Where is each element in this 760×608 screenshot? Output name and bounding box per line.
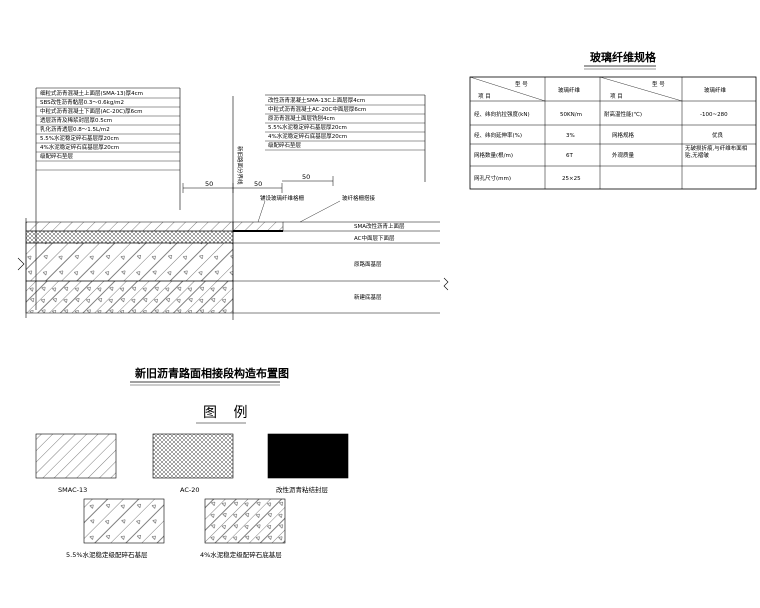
table-cell: 优良 bbox=[712, 131, 724, 139]
old-layer-2: 中粒式沥青混凝土AC-20C中面层厚6cm bbox=[268, 105, 366, 113]
legend-swatch bbox=[204, 498, 286, 544]
old-layer-5: 4%水泥稳定碎石底基层厚20cm bbox=[268, 132, 347, 140]
header-col1: 玻璃纤维 bbox=[558, 86, 581, 94]
table-cell: -100~280 bbox=[700, 112, 728, 118]
table-cell: 网孔尺寸(mm) bbox=[474, 174, 511, 182]
table-cell: 无破损折痕,与纤维布面相贴,无褶皱 bbox=[685, 146, 748, 159]
new-layer-3: 中粒式沥青混凝土下面层(AC-20C)厚6cm bbox=[40, 107, 143, 115]
pavement-layers bbox=[17, 218, 449, 318]
right-label-1: SMA改性沥青上面层 bbox=[354, 222, 405, 230]
old-side-layer-notes: 改性沥青混凝土SMA-13C上面层厚4cm 中粒式沥青混凝土AC-20C中面层厚… bbox=[265, 94, 426, 182]
spec-table: 玻璃纤维规格 型 号 项 目 玻璃纤维 型 号 项 目 玻璃纤维 经、纬向抗拉强… bbox=[469, 50, 757, 190]
legend-swatch bbox=[35, 433, 117, 479]
table-cell: 外观质量 bbox=[612, 151, 635, 159]
dim-3: 50 bbox=[302, 173, 310, 181]
legend-item-seal: 改性沥青粘结封层 bbox=[267, 433, 349, 494]
legend-item-subbase: 4%水泥稳定级配碎石底基层 bbox=[200, 498, 286, 559]
legend-label: AC-20 bbox=[180, 486, 200, 494]
legend-label: SMAC-13 bbox=[58, 486, 87, 494]
right-label-3: 原路面基层 bbox=[354, 260, 382, 268]
new-layer-1: 细粒式沥青混凝土上面层(SMA-13)厚4cm bbox=[40, 89, 143, 97]
new-layer-2: SBS改性沥青黏层0.3～0.6kg/m2 bbox=[40, 98, 124, 106]
legend-swatch bbox=[83, 498, 165, 544]
table-cell: 耐高温性能(℃) bbox=[604, 110, 642, 118]
table-cell: 经、纬向延伸率(%) bbox=[474, 131, 522, 139]
legend-label: 4%水泥稳定级配碎石底基层 bbox=[200, 550, 282, 559]
dim-1: 50 bbox=[205, 180, 213, 188]
table-cell: 经、纬向抗拉强度(kN) bbox=[474, 110, 530, 118]
dim-2: 50 bbox=[254, 180, 262, 188]
header-corner-lt: 型 号 bbox=[515, 80, 528, 88]
table-cell: 50KN/m bbox=[560, 112, 582, 118]
new-layer-7: 4%水泥稳定碎石底基层厚20cm bbox=[40, 143, 119, 151]
callout-2: 玻纤格栅搭接 bbox=[342, 194, 376, 202]
boundary-label: 新旧路面分界线 bbox=[236, 146, 244, 185]
right-label-4: 新建底基层 bbox=[354, 293, 382, 301]
legend-swatch bbox=[267, 433, 349, 479]
new-layer-4: 透层沥青及稀浆封层厚0.5cm bbox=[40, 116, 112, 124]
table-cell: 25×25 bbox=[562, 176, 581, 182]
right-label-2: AC中面层下面层 bbox=[354, 234, 395, 242]
legend-label: 5.5%水泥稳定级配碎石基层 bbox=[66, 550, 148, 559]
table-cell: 网格数量(根/m) bbox=[474, 151, 513, 159]
legend-item-ac20: AC-20 bbox=[152, 433, 234, 494]
old-layer-3: 原沥青混凝土面层铣刨4cm bbox=[268, 114, 335, 122]
header-corner-rb: 项 目 bbox=[610, 93, 623, 100]
new-side-layer-notes: 细粒式沥青混凝土上面层(SMA-13)厚4cm SBS改性沥青黏层0.3～0.6… bbox=[35, 87, 181, 310]
legend-item-sma: SMAC-13 bbox=[35, 433, 117, 494]
legend-title: 图 例 bbox=[203, 405, 253, 421]
spec-table-title: 玻璃纤维规格 bbox=[590, 50, 657, 64]
table-cell: 网格规格 bbox=[612, 131, 635, 139]
dimension-lines: 50 50 50 bbox=[182, 173, 334, 193]
old-layer-6: 级配碎石垫层 bbox=[268, 141, 302, 149]
legend-label: 改性沥青粘结封层 bbox=[276, 485, 329, 494]
callout-1: 铺设玻璃纤维格栅 bbox=[260, 194, 305, 202]
table-cell: 6T bbox=[566, 153, 573, 159]
cross-section: 细粒式沥青混凝土上面层(SMA-13)厚4cm SBS改性沥青黏层0.3～0.6… bbox=[17, 87, 449, 386]
callouts: 铺设玻璃纤维格栅 玻纤格栅搭接 bbox=[257, 194, 376, 223]
right-labels: SMA改性沥青上面层 AC中面层下面层 原路面基层 新建底基层 bbox=[354, 222, 405, 301]
table-cell-wrap: 无破损折痕,与纤维布面相贴,无褶皱 bbox=[685, 146, 748, 159]
old-layer-1: 改性沥青混凝土SMA-13C上面层厚4cm bbox=[268, 96, 365, 104]
header-col2: 玻璃纤维 bbox=[704, 86, 727, 94]
old-layer-4: 5.5%水泥稳定碎石基层厚20cm bbox=[268, 123, 347, 131]
legend-item-base: 5.5%水泥稳定级配碎石基层 bbox=[66, 498, 165, 559]
new-layer-6: 5.5%水泥稳定碎石基层厚20cm bbox=[40, 134, 119, 142]
header-corner-lb: 项 目 bbox=[478, 93, 491, 100]
legend: 图 例 SMAC-13 AC-20 改性沥青粘结封层 5.5%水泥稳定级配碎石基… bbox=[35, 405, 349, 559]
legend-swatch bbox=[152, 433, 234, 479]
table-cell: 3% bbox=[566, 133, 575, 139]
diagram-title: 新旧沥青路面相接段构造布置图 bbox=[135, 366, 289, 380]
new-layer-5: 乳化沥青透层0.8～1.5L/m2 bbox=[40, 125, 110, 133]
new-layer-8: 级配碎石垫层 bbox=[40, 152, 74, 160]
header-corner-rt: 型 号 bbox=[652, 80, 665, 88]
